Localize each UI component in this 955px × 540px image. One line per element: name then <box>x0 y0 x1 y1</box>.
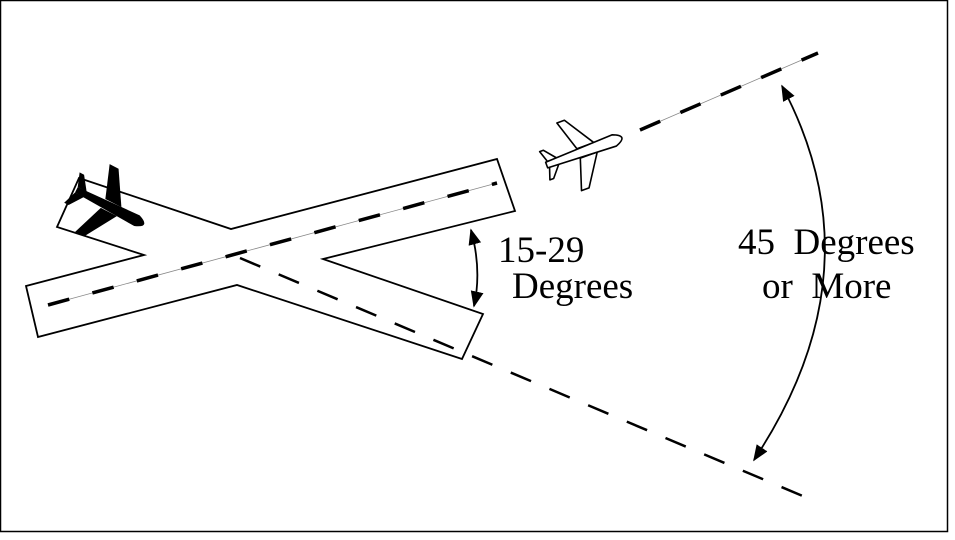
intersecting-runways-outline <box>24 157 517 361</box>
large-angle-label-line2: or More <box>762 266 892 307</box>
runway-2-centerline-dashes <box>239 256 806 499</box>
departure-path-dashes <box>639 51 819 132</box>
departing-airplane-icon <box>538 119 623 192</box>
small-angle-label-line1: 15-29 <box>498 230 585 271</box>
large-angle-arrow <box>753 84 826 462</box>
large-angle-label-line1: 45 Degrees <box>738 222 915 263</box>
small-angle-arrow <box>468 228 484 308</box>
landing-airplane-icon <box>64 164 145 237</box>
runway-1-centerline-dashes <box>47 181 498 307</box>
small-angle-label-line2: Degrees <box>512 266 634 307</box>
